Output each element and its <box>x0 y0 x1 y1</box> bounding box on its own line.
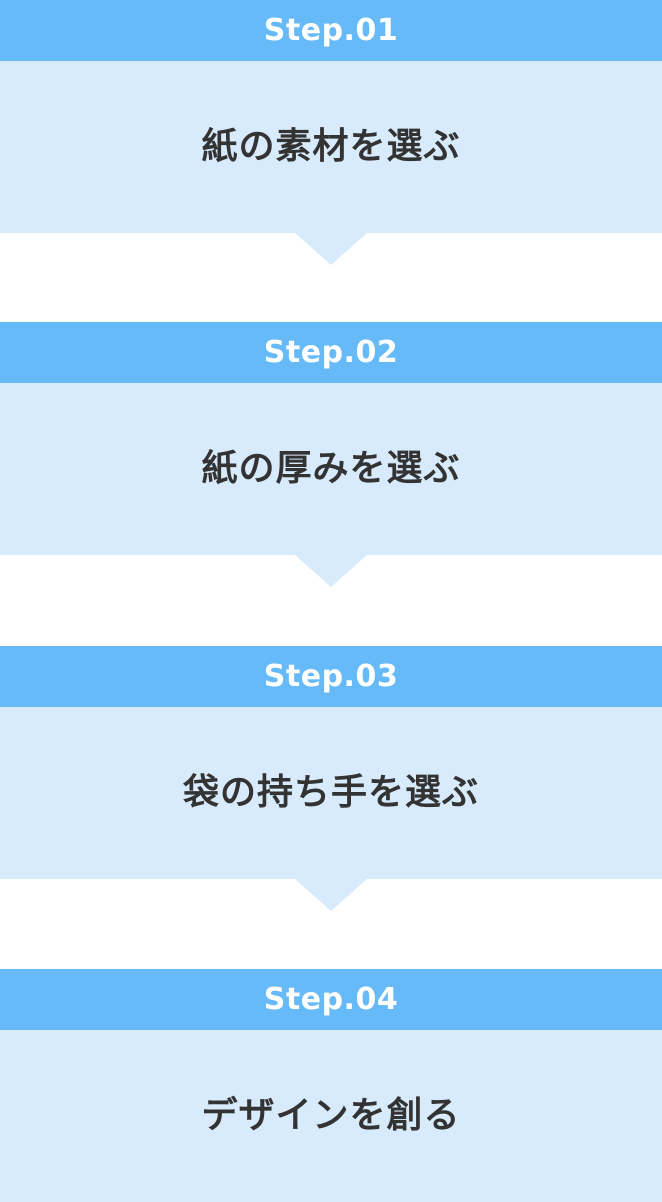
step-label: Step.02 <box>0 322 662 383</box>
arrow-down-icon <box>295 233 367 265</box>
step-title: 紙の厚みを選ぶ <box>0 383 662 555</box>
step-label: Step.01 <box>0 0 662 61</box>
step-02: Step.02 紙の厚みを選ぶ <box>0 322 662 587</box>
step-title: デザインを創る <box>0 1030 662 1202</box>
step-03: Step.03 袋の持ち手を選ぶ <box>0 646 662 911</box>
arrow-down-icon <box>295 555 367 587</box>
step-title: 紙の素材を選ぶ <box>0 61 662 233</box>
step-label: Step.04 <box>0 969 662 1030</box>
step-04: Step.04 デザインを創る <box>0 969 662 1202</box>
step-title: 袋の持ち手を選ぶ <box>0 707 662 879</box>
step-label: Step.03 <box>0 646 662 707</box>
step-01: Step.01 紙の素材を選ぶ <box>0 0 662 265</box>
arrow-down-icon <box>295 879 367 911</box>
